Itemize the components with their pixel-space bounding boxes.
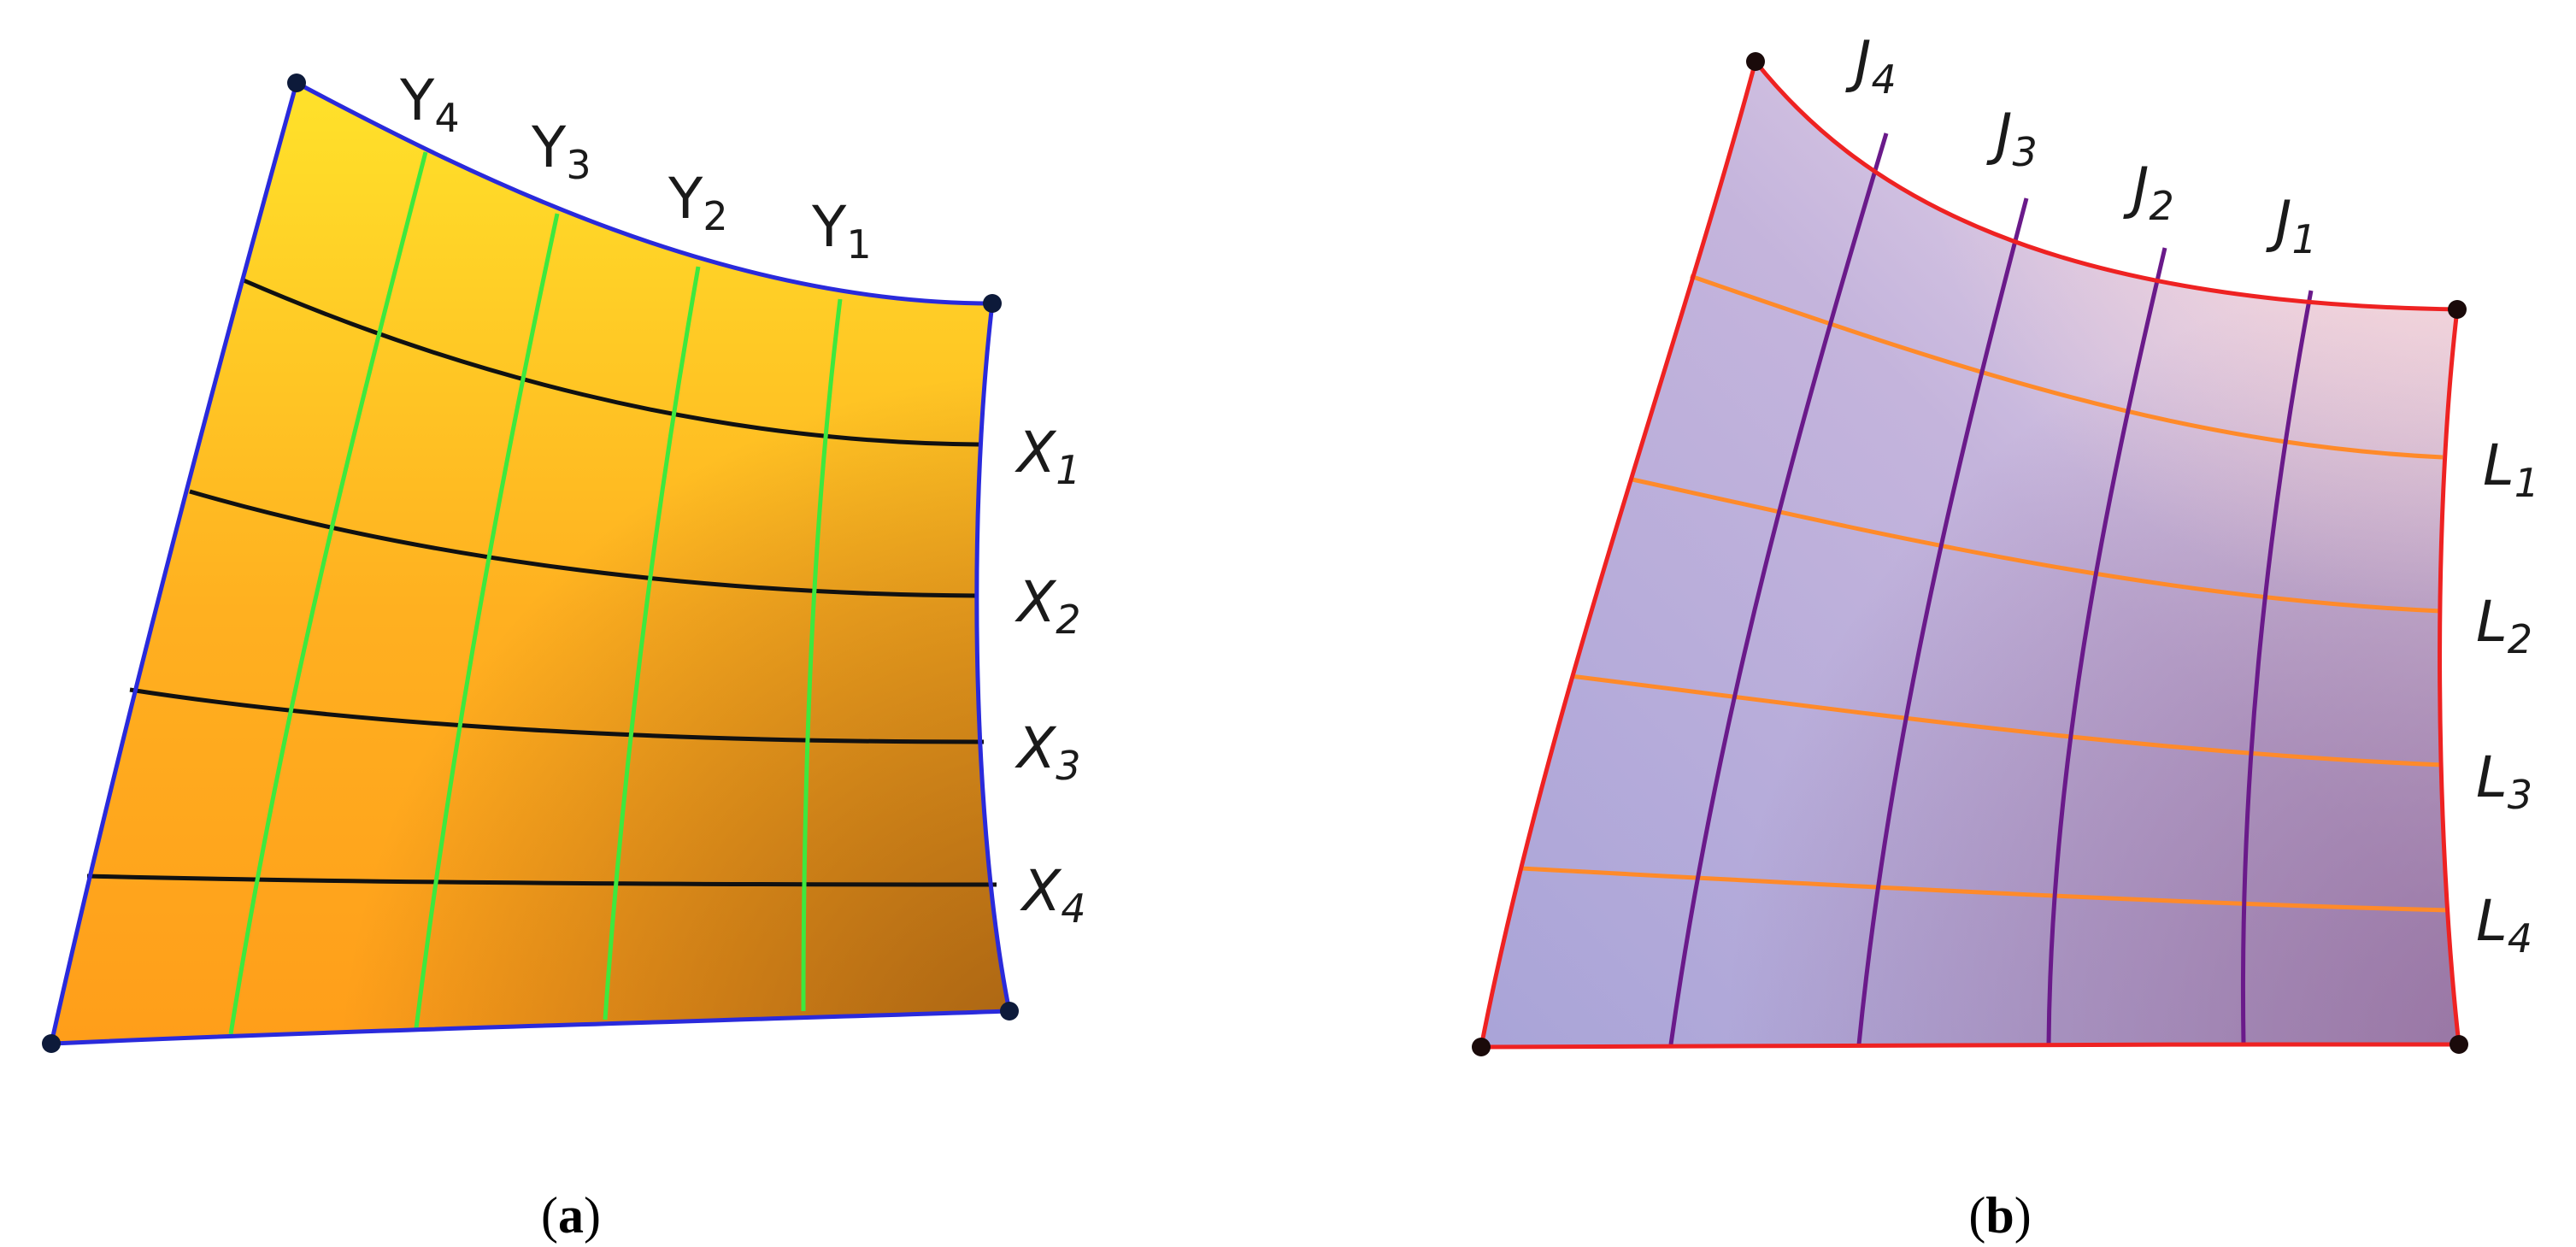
label-x3: X3 bbox=[1015, 715, 1081, 789]
label-l4: L4 bbox=[2476, 888, 2532, 962]
curve-y4 bbox=[228, 151, 428, 1035]
panel-b: J4 J3 J2 J1 L1 L2 L3 L4 (b) bbox=[1472, 29, 2539, 1244]
panel-a: Y4 Y3 Y2 Y1 X1 X2 X3 X4 (a) bbox=[42, 68, 1086, 1244]
label-j1: J1 bbox=[2266, 189, 2317, 262]
curve-l2 bbox=[1632, 477, 2442, 614]
label-y2: Y2 bbox=[668, 166, 728, 239]
surface-b-boundary bbox=[1478, 56, 2461, 1050]
label-l3: L3 bbox=[2476, 744, 2532, 818]
label-l1: L1 bbox=[2483, 432, 2539, 506]
label-y3: Y3 bbox=[531, 115, 591, 188]
curve-x4 bbox=[86, 873, 997, 887]
corner-point-a-bottom-right bbox=[1000, 1002, 1019, 1021]
corner-point-a-top-left bbox=[287, 74, 306, 92]
label-y1: Y1 bbox=[811, 194, 872, 268]
curve-j1 bbox=[2240, 290, 2314, 1045]
label-x2: X2 bbox=[1015, 569, 1081, 643]
caption-b: (b) bbox=[1968, 1187, 2031, 1244]
surface-b-glow bbox=[1481, 62, 2459, 1047]
label-x4: X4 bbox=[1020, 858, 1086, 932]
curve-j4 bbox=[1668, 132, 1889, 1045]
corner-point-b-top-right bbox=[2448, 300, 2467, 319]
corner-point-b-top-left bbox=[1746, 52, 1765, 71]
curve-y1 bbox=[801, 298, 843, 1012]
label-j2: J2 bbox=[2123, 156, 2174, 229]
label-l2: L2 bbox=[2476, 589, 2532, 662]
corner-point-a-top-right bbox=[983, 294, 1002, 313]
curve-j2 bbox=[2046, 247, 2167, 1045]
label-y4: Y4 bbox=[399, 68, 460, 141]
curve-l1 bbox=[1690, 274, 2444, 460]
curve-l4 bbox=[1520, 866, 2450, 913]
curve-x3 bbox=[129, 687, 985, 744]
curve-x2 bbox=[189, 489, 979, 598]
curve-j3 bbox=[1856, 197, 2029, 1045]
corner-point-b-bottom-right bbox=[2450, 1035, 2468, 1054]
corner-point-a-bottom-left bbox=[42, 1034, 61, 1053]
caption-a: (a) bbox=[541, 1187, 601, 1244]
curve-x1 bbox=[243, 278, 981, 447]
label-j3: J3 bbox=[1986, 102, 2038, 175]
label-x1: X1 bbox=[1015, 420, 1081, 493]
surface-a-boundary bbox=[48, 79, 1013, 1046]
curve-y3 bbox=[414, 213, 560, 1029]
label-j4: J4 bbox=[1845, 29, 1897, 103]
curve-y2 bbox=[603, 266, 701, 1021]
corner-point-b-bottom-left bbox=[1472, 1038, 1491, 1056]
curve-l3 bbox=[1570, 673, 2444, 768]
